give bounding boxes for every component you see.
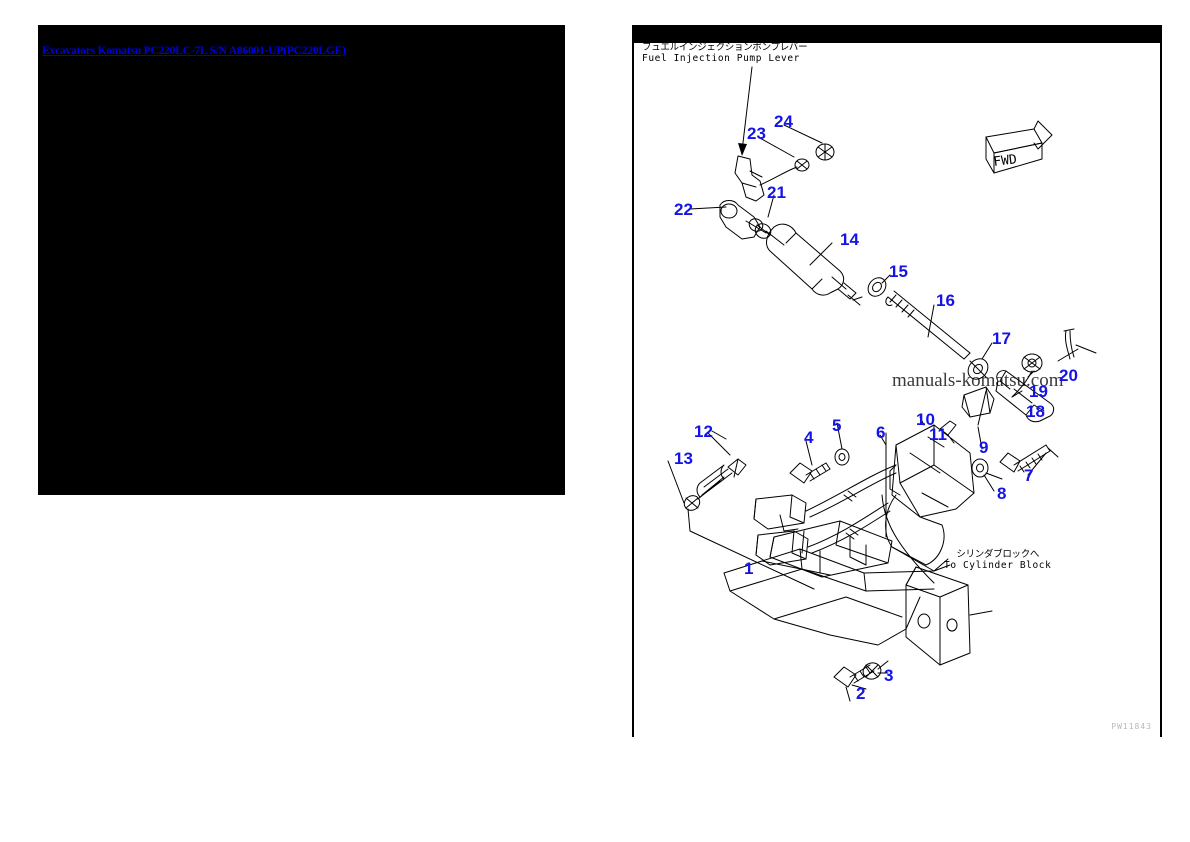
page-top-bar bbox=[634, 25, 1160, 43]
clip-20-art bbox=[1063, 328, 1097, 360]
bolt-7-art bbox=[999, 444, 1059, 473]
callout-number-23: 23 bbox=[747, 124, 766, 143]
callout-number-19: 19 bbox=[1029, 382, 1048, 401]
mounting-bracket-art bbox=[723, 494, 993, 666]
cylinder-block-note-english: To Cylinder Block bbox=[944, 559, 1052, 571]
callout-number-9: 9 bbox=[979, 438, 989, 457]
diagram-title-block: フュエルインジェクションポンプレバー Fuel Injection Pump L… bbox=[642, 42, 808, 64]
callout-number-2: 2 bbox=[856, 684, 866, 703]
wiring-harness-art bbox=[753, 432, 897, 566]
callout-number-8: 8 bbox=[997, 484, 1007, 503]
callout-number-18: 18 bbox=[1026, 402, 1045, 421]
callout-number-3: 3 bbox=[884, 666, 894, 685]
callout-number-1: 1 bbox=[744, 559, 754, 578]
callout-number-22: 22 bbox=[674, 200, 693, 219]
spring-12-nut-13-art bbox=[667, 430, 815, 590]
pump-lever-art bbox=[734, 143, 835, 202]
callout-number-6: 6 bbox=[876, 423, 886, 442]
callout-number-10: 10 bbox=[916, 410, 935, 429]
bolt-4-washer-5-art bbox=[789, 422, 850, 484]
callout-number-16: 16 bbox=[936, 291, 955, 310]
washer-8-art bbox=[971, 458, 995, 492]
washer-15-art bbox=[867, 277, 887, 297]
bolt-2-washer-3-art bbox=[833, 660, 889, 702]
callout-number-13: 13 bbox=[674, 449, 693, 468]
callout-number-20: 20 bbox=[1059, 366, 1078, 385]
diagram-title-english: Fuel Injection Pump Lever bbox=[642, 52, 800, 64]
rod-end-art bbox=[719, 200, 772, 240]
document-preview-pane: Excavators Komatsu PC220LC-7L S/N A86001… bbox=[38, 25, 565, 495]
callout-number-4: 4 bbox=[804, 428, 814, 447]
callout-number-15: 15 bbox=[889, 262, 908, 281]
diagram-reference-code: PW11843 bbox=[1111, 722, 1152, 731]
fwd-marker-art: FWD bbox=[985, 120, 1053, 174]
diagram-title-japanese: フュエルインジェクションポンプレバー bbox=[642, 42, 808, 53]
callout-number-14: 14 bbox=[840, 230, 859, 249]
callout-number-17: 17 bbox=[992, 329, 1011, 348]
svg-text:FWD: FWD bbox=[993, 152, 1018, 170]
document-title-link[interactable]: Excavators Komatsu PC220LC-7L S/N A86001… bbox=[42, 45, 346, 57]
cylinder-block-note-japanese: シリンダブロックへ bbox=[956, 549, 1040, 560]
cylinder-block-note: シリンダブロックへ To Cylinder Block bbox=[944, 549, 1052, 571]
callout-number-21: 21 bbox=[767, 183, 786, 202]
parts-line-art: FWD bbox=[667, 66, 1097, 702]
callout-number-7: 7 bbox=[1024, 466, 1034, 485]
washer-17-art bbox=[967, 358, 989, 380]
callout-number-5: 5 bbox=[832, 416, 842, 435]
callout-number-24: 24 bbox=[774, 112, 793, 131]
parts-diagram-page: フュエルインジェクションポンプレバー Fuel Injection Pump L… bbox=[632, 25, 1162, 737]
actuator-body-art bbox=[885, 386, 995, 572]
callout-number-12: 12 bbox=[694, 422, 713, 441]
callout-number-11: 11 bbox=[929, 425, 947, 444]
damper-cylinder-art bbox=[765, 223, 863, 306]
threaded-rod-art bbox=[885, 290, 971, 360]
